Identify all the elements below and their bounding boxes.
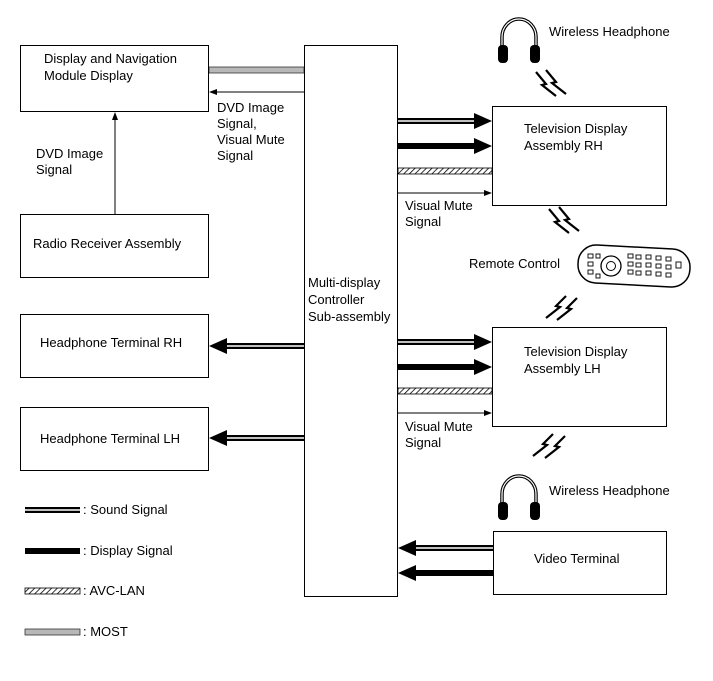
wireless-signal-icon bbox=[545, 295, 578, 321]
headphone-terminal-rh-label: Headphone Terminal RH bbox=[40, 335, 183, 350]
remote-control-label: Remote Control bbox=[469, 256, 561, 271]
radio-receiver-box bbox=[20, 214, 209, 278]
video-terminal-box bbox=[493, 531, 667, 595]
radio-receiver-label: Radio Receiver Assembly bbox=[33, 236, 182, 251]
sound-signal-to-headphone-lh bbox=[209, 430, 304, 446]
visual-mute-rh-label: Visual Mute Signal bbox=[405, 198, 473, 229]
display-signal-to-tv-lh bbox=[398, 359, 492, 375]
tv-display-rh-box bbox=[492, 106, 667, 206]
multi-display-controller-box bbox=[304, 45, 398, 597]
sound-signal-to-tv-rh bbox=[398, 113, 492, 129]
sound-signal-from-video bbox=[398, 540, 493, 556]
dvd-image-signal-arrow bbox=[112, 112, 118, 214]
wireless-signal-icon bbox=[535, 69, 567, 97]
sound-signal-to-headphone-rh bbox=[209, 338, 304, 354]
visual-mute-to-tv-lh bbox=[398, 410, 492, 416]
headphone-icon bbox=[498, 474, 540, 520]
dvd-visual-mute-arrow bbox=[209, 89, 304, 95]
headphone-terminal-lh-box bbox=[20, 407, 209, 471]
headphone-terminal-rh-box bbox=[20, 314, 209, 378]
legend-most-label: : MOST bbox=[83, 624, 128, 639]
visual-mute-lh-label: Visual Mute Signal bbox=[405, 419, 473, 450]
remote-control-icon bbox=[577, 244, 691, 288]
avc-lan-to-tv-lh bbox=[397, 387, 493, 395]
display-signal-to-tv-rh bbox=[398, 138, 492, 154]
visual-mute-to-tv-rh bbox=[398, 190, 492, 196]
sound-signal-to-tv-lh bbox=[398, 334, 492, 350]
tv-display-lh-box bbox=[492, 327, 667, 427]
legend-display-label: : Display Signal bbox=[83, 543, 173, 558]
tv-display-rh-label: Television Display Assembly RH bbox=[524, 121, 628, 153]
tv-display-lh-label: Television Display Assembly LH bbox=[524, 344, 628, 376]
wireless-headphone-bottom-label: Wireless Headphone bbox=[549, 483, 670, 498]
legend-most-swatch bbox=[24, 628, 81, 636]
wireless-signal-icon bbox=[548, 206, 580, 234]
display-signal-from-video bbox=[398, 565, 493, 581]
most-line bbox=[208, 66, 305, 74]
wireless-headphone-top-label: Wireless Headphone bbox=[549, 24, 670, 39]
headphone-icon bbox=[498, 17, 540, 63]
headphone-terminal-lh-label: Headphone Terminal LH bbox=[40, 431, 180, 446]
display-nav-module-box bbox=[20, 45, 209, 112]
multi-display-controller-label: Multi-display Controller Sub-assembly bbox=[308, 275, 391, 324]
dvd-visual-mute-label: DVD Image Signal, Visual Mute Signal bbox=[217, 100, 285, 163]
legend-sound-label: : Sound Signal bbox=[83, 502, 168, 517]
avc-lan-to-tv-rh bbox=[397, 167, 493, 175]
legend-avc-swatch bbox=[24, 587, 81, 595]
wireless-signal-icon bbox=[532, 433, 566, 459]
dvd-image-signal-label: DVD Image Signal bbox=[36, 146, 104, 177]
legend-avc-label: : AVC-LAN bbox=[83, 583, 145, 598]
video-terminal-label: Video Terminal bbox=[534, 551, 620, 566]
display-nav-module-label: Display and Navigation Module Display bbox=[44, 51, 177, 83]
